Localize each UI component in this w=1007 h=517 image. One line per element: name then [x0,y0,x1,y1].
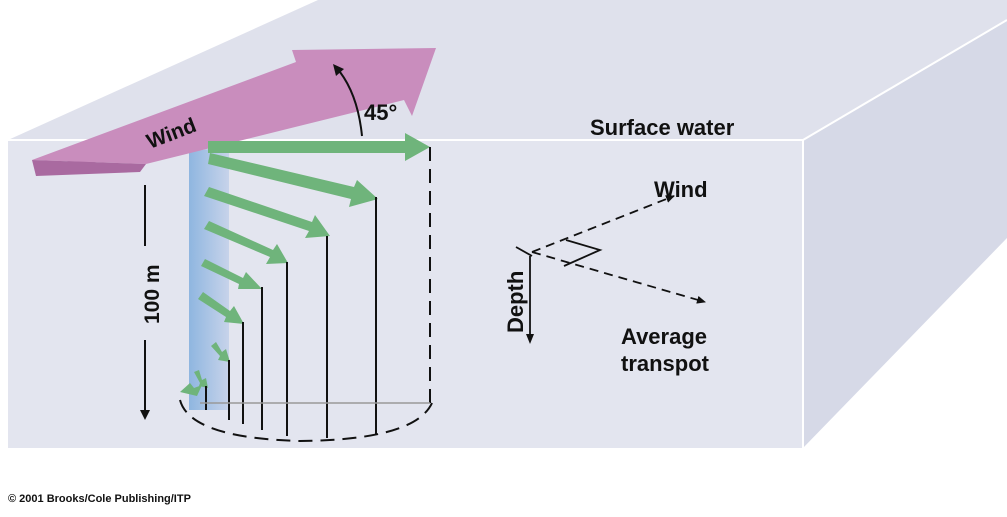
transport-arrow-5 [201,259,262,289]
surface-water-label: Surface water [590,115,735,140]
angle-label: 45° [364,100,397,125]
depth-drop-lines [205,147,431,438]
depth-column [189,146,229,410]
transport-arrow-4 [204,221,288,264]
depth-scale: 100 m [140,185,164,420]
water-block [8,0,1007,448]
inset-wind-label: Wind [654,177,708,202]
inset-angle-mark [563,239,603,267]
transport-arrow-2 [208,153,378,207]
cylinder-base [179,399,433,443]
inset-vector-diagram: Wind Depth Average transpot [503,177,710,376]
inset-transport-vector [531,251,706,304]
transport-arrow-3 [204,187,330,238]
water-side-face [803,20,1007,448]
inset-wind-vector [531,195,675,253]
angle-indicator: 45° [333,64,397,137]
transport-arrow-9 [180,383,202,396]
depth-scale-label: 100 m [141,264,164,324]
transport-arrow-6 [198,292,244,324]
transport-arrows [180,133,430,396]
inset-depth-label: Depth [503,271,528,333]
inset-transport-label: transpot [621,351,710,376]
transport-arrow-surface [208,133,430,161]
transport-arrow-8 [194,370,208,388]
wind-arrow: Wind [32,48,436,176]
copyright-notice: © 2001 Brooks/Cole Publishing/ITP [8,493,191,505]
transport-arrow-7 [211,342,230,362]
inset-average-label: Average [621,324,707,349]
